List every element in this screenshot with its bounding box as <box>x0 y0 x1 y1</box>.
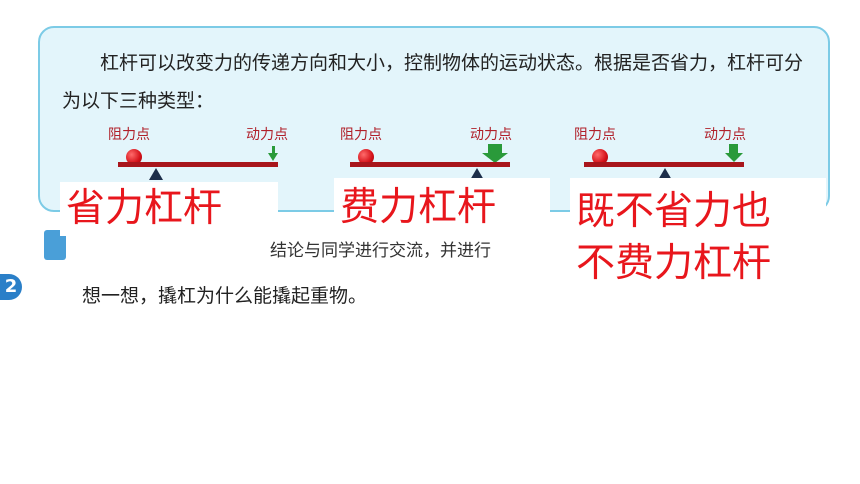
lever-bar <box>584 162 744 167</box>
resistance-ball-icon <box>358 149 374 165</box>
caption-lever-1: 省力杠杆 <box>60 182 278 236</box>
resistance-point-label: 阻力点 <box>108 127 150 143</box>
fulcrum-icon <box>149 168 163 180</box>
effort-point-label: 动力点 <box>704 127 746 143</box>
resistance-point-label: 阻力点 <box>340 127 382 143</box>
caption-lever-3: 既不省力也 不费力杠杆 <box>570 178 826 294</box>
section-tag <box>44 230 66 260</box>
item-number-badge: 2 <box>0 274 22 300</box>
lever-diagram-2: 阻力点 动力点 <box>340 124 512 182</box>
question-text: 想一想，撬杠为什么能撬起重物。 <box>82 285 368 307</box>
effort-point-label: 动力点 <box>246 127 288 143</box>
effort-arrow-shaft <box>729 144 738 154</box>
resistance-point-label: 阻力点 <box>574 127 616 143</box>
fulcrum-icon <box>658 168 672 180</box>
discussion-text: 结论与同学进行交流，并进行 <box>270 241 491 261</box>
effort-arrow-shaft <box>488 144 502 154</box>
lever-diagram-3: 阻力点 动力点 <box>574 124 746 182</box>
lever-bar <box>350 162 510 167</box>
resistance-ball-icon <box>592 149 608 165</box>
fulcrum-icon <box>470 168 484 180</box>
lever-bar <box>118 162 278 167</box>
effort-point-label: 动力点 <box>470 127 512 143</box>
effort-arrow-icon <box>268 153 278 161</box>
caption-lever-3-line1: 既不省力也 <box>576 189 772 234</box>
resistance-ball-icon <box>126 149 142 165</box>
caption-lever-2: 费力杠杆 <box>334 178 550 236</box>
lever-diagram-1: 阻力点 动力点 <box>108 124 288 182</box>
effort-arrow-icon <box>725 153 743 162</box>
effort-arrow-icon <box>482 153 508 163</box>
caption-lever-3-line2: 不费力杠杆 <box>576 241 772 286</box>
effort-arrow-shaft <box>272 146 275 154</box>
intro-paragraph: 杠杆可以改变力的传递方向和大小，控制物体的运动状态。根据是否省力，杠杆可分为以下… <box>62 52 804 112</box>
